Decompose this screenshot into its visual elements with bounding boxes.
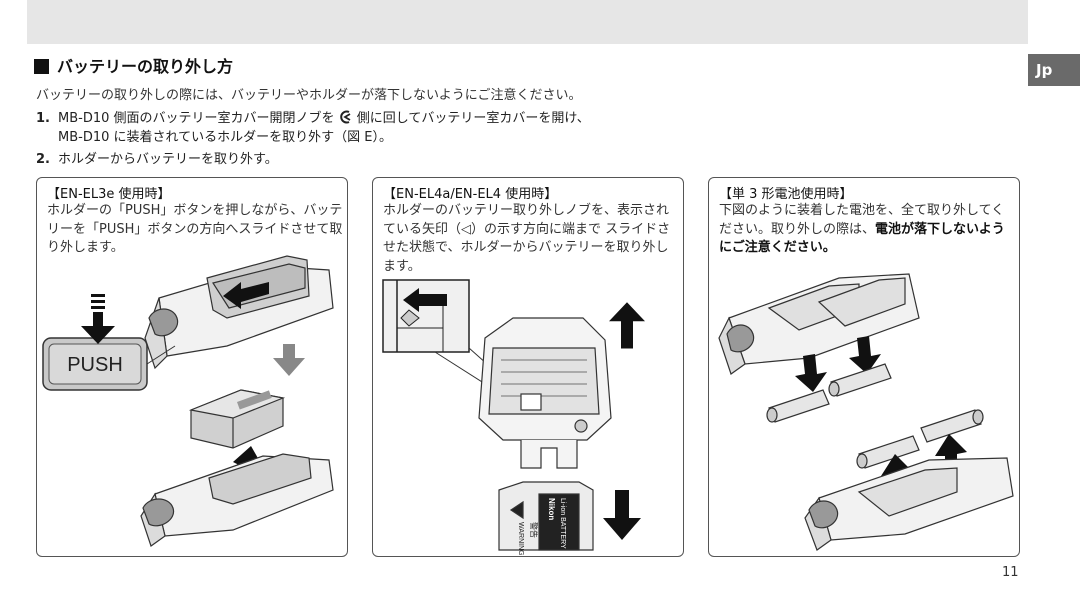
holder-top [144, 255, 334, 370]
panel-title: 【EN-EL3e 使用時】 [47, 187, 171, 202]
press-arrow-icon [81, 294, 115, 344]
step-number: 2. [36, 152, 50, 167]
holder-top [718, 273, 920, 375]
panel-en-el4: Nikon Li-ion BATTERY 警告 WARNING 【EN-EL4a… [372, 177, 684, 557]
down-arrow-icon [795, 354, 827, 392]
up-arrow-icon [609, 302, 645, 349]
holder-bottom [804, 457, 1014, 551]
step-text: MB-D10 側面のバッテリー室カバー開閉ノブを [58, 111, 339, 126]
panel-text: ホルダーの「PUSH」ボタンを押しながら、バッテリーを「PUSH」ボタンの方向へ… [47, 203, 343, 255]
battery-brand: Nikon [547, 498, 556, 520]
down-arrow-icon [273, 344, 305, 376]
knob-detail-inset [382, 279, 524, 409]
step-text: MB-D10 に装着されているホルダーを取り外す（図 E）。 [58, 130, 392, 145]
warning-en: WARNING [517, 522, 524, 556]
battery [188, 389, 286, 449]
panel-title: 【単 3 形電池使用時】 [719, 187, 853, 202]
step-number: 1. [36, 111, 50, 126]
aa-battery [766, 363, 892, 423]
down-arrow-icon [603, 490, 641, 540]
slide-arrow-icon [223, 282, 269, 309]
warning-jp: 警告 [529, 522, 539, 538]
panel-text-normal: 下図のように装着した電池を、全て取り外してください。取り外しの際は、 [719, 203, 1005, 237]
step-1: 1. MB-D10 側面のバッテリー室カバー開閉ノブを 側に回してバッテリー室カバ… [36, 109, 590, 147]
aa-batteries-illustration [718, 273, 1014, 551]
intro-text: バッテリーの取り外しの際には、バッテリーやホルダーが落下しないようにご注意くださ… [36, 88, 582, 103]
panel-en-el3e: PUSH 【EN-EL3e 使用時】 ホルダーの「PUSH」ボタンを押しながら、 [36, 177, 348, 557]
page-number: 11 [1002, 565, 1019, 580]
knob-release-icon [339, 110, 351, 124]
aa-battery [856, 409, 984, 469]
holder [478, 317, 612, 469]
heading-text: バッテリーの取り外し方 [57, 57, 234, 76]
slide-left-arrow-icon [403, 288, 447, 312]
en-el3e-illustration: PUSH [42, 255, 334, 547]
panel-title: 【EN-EL4a/EN-EL4 使用時】 [383, 187, 558, 202]
down-arrow-icon [849, 336, 881, 374]
step-text: 側に回してバッテリー室カバーを開け、 [352, 111, 590, 126]
up-arrow-icon [935, 434, 967, 474]
panel-text: 下図のように装着した電池を、全て取り外してください。取り外しの際は、電池が落下し… [719, 202, 1015, 258]
battery: Nikon Li-ion BATTERY 警告 WARNING [498, 481, 594, 556]
panel-text-bold: 電池が落下しないようにご注意ください。 [719, 221, 1005, 256]
battery-label: Li-ion BATTERY [559, 498, 566, 549]
top-band [27, 0, 1028, 44]
step-2: 2. ホルダーからバッテリーを取り外す。 [36, 150, 278, 169]
panel-aa: 【単 3 形電池使用時】 下図のように装着した電池を、全て取り外してください。取… [708, 177, 1020, 557]
square-bullet-icon [34, 59, 49, 74]
en-el4-illustration: Nikon Li-ion BATTERY 警告 WARNING [382, 279, 645, 556]
holder-bottom [140, 453, 334, 547]
language-tab: Jp [1028, 54, 1080, 86]
panel-text: ホルダーのバッテリー取り外しノブを、表示されている矢印（◁）の示す方向に端まで … [383, 203, 671, 274]
step-text: ホルダーからバッテリーを取り外す。 [58, 152, 278, 167]
push-inset: PUSH [42, 337, 176, 391]
push-label: PUSH [67, 354, 123, 376]
section-heading: バッテリーの取り外し方 [34, 53, 233, 77]
